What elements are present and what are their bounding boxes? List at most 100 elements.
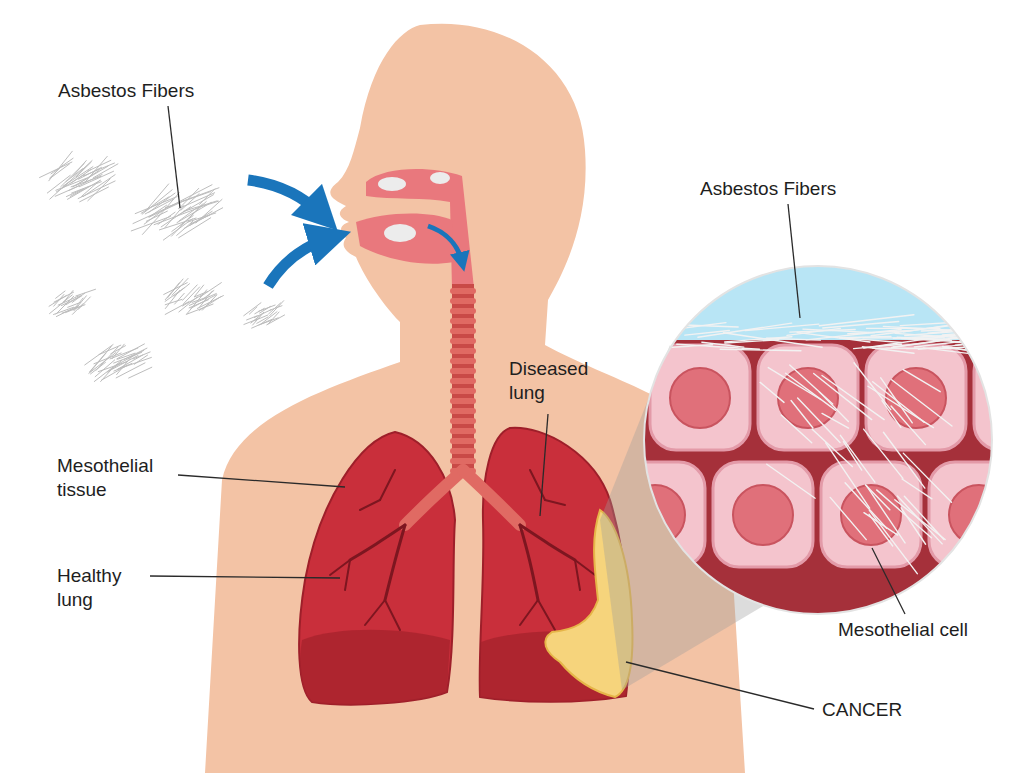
mouth-cavity: [356, 213, 454, 263]
leader-line: [540, 414, 548, 516]
asbestos-fiber: [895, 500, 945, 540]
asbestos-fiber: [165, 283, 179, 300]
asbestos-fiber: [129, 367, 152, 378]
asbestos-fiber: [203, 290, 214, 299]
inhale-arrow: [248, 180, 322, 215]
bronchi: [330, 470, 595, 630]
asbestos-fiber: [903, 370, 940, 392]
asbestos-fiber: [781, 415, 812, 443]
asbestos-fiber: [172, 216, 193, 232]
trachea-ring: [450, 458, 476, 464]
asbestos-fiber: [823, 321, 899, 328]
asbestos-fiber: [923, 348, 1003, 358]
label-lung: Diseased lung: [509, 357, 609, 405]
asbestos-fiber: [183, 285, 198, 300]
asbestos-fiber: [864, 429, 903, 478]
label-asbestos: Asbestos Fibers: [58, 79, 278, 103]
asbestos-fiber: [840, 338, 902, 343]
asbestos-fiber: [854, 344, 902, 348]
asbestos-fiber: [146, 184, 169, 211]
asbestos-fiber: [955, 342, 1024, 345]
asbestos-fiber: [822, 376, 884, 420]
asbestos-fiber: [186, 304, 213, 314]
asbestos-fiber: [181, 188, 219, 202]
asbestos-fiber: [822, 413, 849, 428]
asbestos-fiber: [854, 363, 891, 410]
asbestos-fiber: [883, 432, 924, 488]
asbestos-fiber: [165, 299, 182, 304]
asbestos-fiber: [725, 337, 792, 342]
asbestos-fiber: [967, 326, 1024, 332]
zoom-circle-outline: [644, 266, 992, 614]
asbestos-fiber: [866, 485, 905, 543]
asbestos-fiber: [901, 508, 925, 544]
asbestos-fiber: [56, 291, 65, 298]
asbestos-fiber: [955, 337, 1024, 345]
fiber-in-nose: [430, 172, 450, 184]
label-cancer: CANCER: [822, 698, 972, 722]
trachea-ring: [450, 348, 476, 354]
asbestos-fiber: [768, 368, 821, 400]
asbestos-fiber: [56, 296, 74, 314]
asbestos-fiber: [942, 330, 1006, 335]
asbestos-fiber: [787, 328, 840, 335]
asbestos-fiber: [40, 162, 72, 177]
asbestos-fiber: [864, 513, 898, 535]
asbestos-fiber: [830, 497, 866, 539]
asbestos-fiber: [76, 289, 96, 296]
asbestos-fiber: [50, 182, 69, 199]
asbestos-fiber: [171, 204, 202, 236]
asbestos-fiber: [90, 347, 112, 372]
asbestos-fiber: [72, 182, 102, 193]
trachea-ring: [450, 418, 476, 424]
asbestos-fiber: [64, 291, 73, 302]
mesothelial-cell-drawing: [713, 462, 813, 567]
asbestos-fiber: [72, 293, 85, 302]
asbestos-fiber: [179, 218, 211, 238]
bronchus: [575, 560, 580, 590]
bronchus: [538, 600, 555, 630]
mesothelial-cell-drawing: [650, 345, 750, 450]
asbestos-fiber: [183, 295, 203, 306]
fiber-in-nose: [378, 177, 406, 191]
asbestos-fiber: [826, 443, 870, 508]
asbestos-fiber: [895, 333, 960, 337]
bronchus: [365, 600, 385, 625]
asbestos-fiber: [111, 346, 126, 354]
bronchus: [385, 600, 400, 630]
trachea-ring: [450, 368, 476, 374]
asbestos-fiber: [952, 345, 1012, 347]
mesothelial-cell-drawing: [605, 462, 705, 567]
leader-line: [626, 662, 814, 709]
asbestos-fiber: [112, 344, 124, 359]
asbestos-fiber: [951, 324, 1012, 326]
asbestos-fiber: [172, 278, 188, 295]
trachea-ring: [450, 318, 476, 324]
asbestos-fiber: [181, 188, 199, 207]
leader-line: [150, 576, 340, 578]
asbestos-fiber: [791, 400, 813, 428]
asbestos-fiber: [942, 327, 1024, 331]
asbestos-fiber: [814, 373, 872, 419]
bronchus: [405, 470, 463, 525]
asbestos-fiber: [865, 485, 889, 510]
bronchus: [520, 600, 538, 625]
asbestos-fibers: [40, 151, 285, 381]
asbestos-fiber: [199, 297, 220, 311]
asbestos-fiber: [903, 453, 951, 502]
trachea-ring: [450, 388, 476, 394]
label-cell: Mesothelial cell: [838, 618, 1018, 642]
trachea-ring: [450, 408, 476, 414]
bronchus: [520, 525, 538, 600]
trachea-ring: [450, 378, 476, 384]
fiber-in-mouth: [384, 224, 416, 242]
asbestos-fiber: [244, 303, 261, 316]
asbestos-fiber: [183, 201, 217, 212]
asbestos-fiber: [724, 333, 823, 347]
asbestos-fiber: [686, 323, 726, 328]
label-asbestos: Asbestos Fibers: [700, 177, 920, 201]
trachea-ring: [450, 398, 476, 404]
mesothelial-cell-drawing: [974, 345, 1024, 450]
asbestos-fiber: [767, 464, 815, 498]
